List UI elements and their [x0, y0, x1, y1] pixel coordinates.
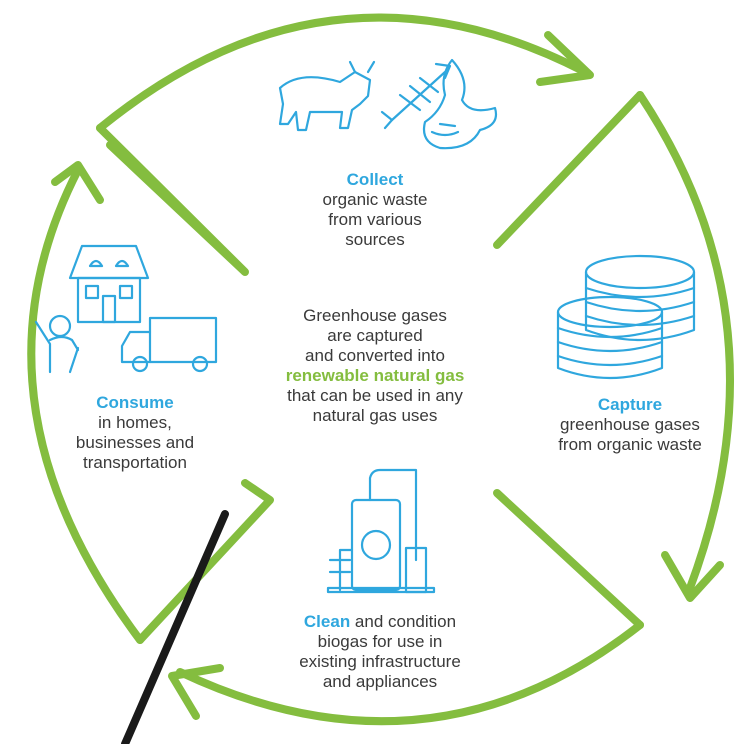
clean-label: Clean and condition biogas for use in ex… [265, 612, 495, 692]
clean-line-4: and appliances [322, 672, 438, 691]
clean-line-1-rest: and condition [350, 612, 457, 631]
collect-keyword: Collect [346, 170, 404, 189]
processing-plant-icon [326, 468, 436, 594]
capture-line-2: from organic waste [558, 435, 702, 454]
arrow-head-bottom-left [168, 664, 224, 720]
chevron-top-right [493, 91, 644, 249]
house-icon [68, 244, 150, 324]
food-scraps-icon [422, 58, 498, 150]
digester-tank-icon [556, 254, 696, 380]
capture-line-1: greenhouse gases [560, 415, 700, 434]
collect-label: Collect organic waste from various sourc… [300, 170, 450, 250]
center-line-1: Greenhouse gases [303, 306, 447, 325]
chevron-bottom-left [136, 479, 274, 644]
center-highlight: renewable natural gas [285, 366, 465, 385]
cycle-arc-bottom [176, 621, 644, 726]
consume-label: Consume in homes, businesses and transpo… [55, 393, 215, 473]
collect-line-1: organic waste [322, 190, 428, 209]
capture-label: Capture greenhouse gases from organic wa… [530, 395, 730, 455]
arrow-head-top-left [51, 161, 104, 204]
cycle-arc-left [27, 166, 144, 644]
center-description: Greenhouse gases are captured and conver… [255, 306, 495, 426]
fish-bone-icon [380, 62, 452, 130]
chevron-top-left [96, 124, 249, 276]
consume-line-2: businesses and [75, 433, 195, 452]
truck-icon [120, 316, 218, 373]
capture-keyword: Capture [597, 395, 663, 414]
center-line-6: natural gas uses [312, 406, 438, 425]
collect-line-2: from various [328, 210, 422, 229]
cycle-arc-top [96, 13, 589, 132]
arrow-head-bottom-right [661, 551, 724, 602]
clean-line-2: biogas for use in [317, 632, 443, 651]
collect-line-3: sources [345, 230, 405, 249]
chevron-bottom-right [493, 489, 644, 629]
clean-keyword: Clean [303, 612, 351, 631]
center-line-2: are captured [327, 326, 423, 345]
consume-line-1: in homes, [98, 413, 172, 432]
cow-icon [278, 60, 376, 132]
center-line-3: and converted into [305, 346, 445, 365]
person-icon [34, 314, 80, 374]
consume-line-3: transportation [83, 453, 187, 472]
pointer-line [121, 510, 229, 744]
center-line-5: that can be used in any [287, 386, 463, 405]
clean-line-3: existing infrastructure [299, 652, 461, 671]
consume-keyword: Consume [96, 393, 174, 412]
arrow-head-top-right [536, 31, 594, 86]
cycle-arc-right [636, 91, 734, 592]
